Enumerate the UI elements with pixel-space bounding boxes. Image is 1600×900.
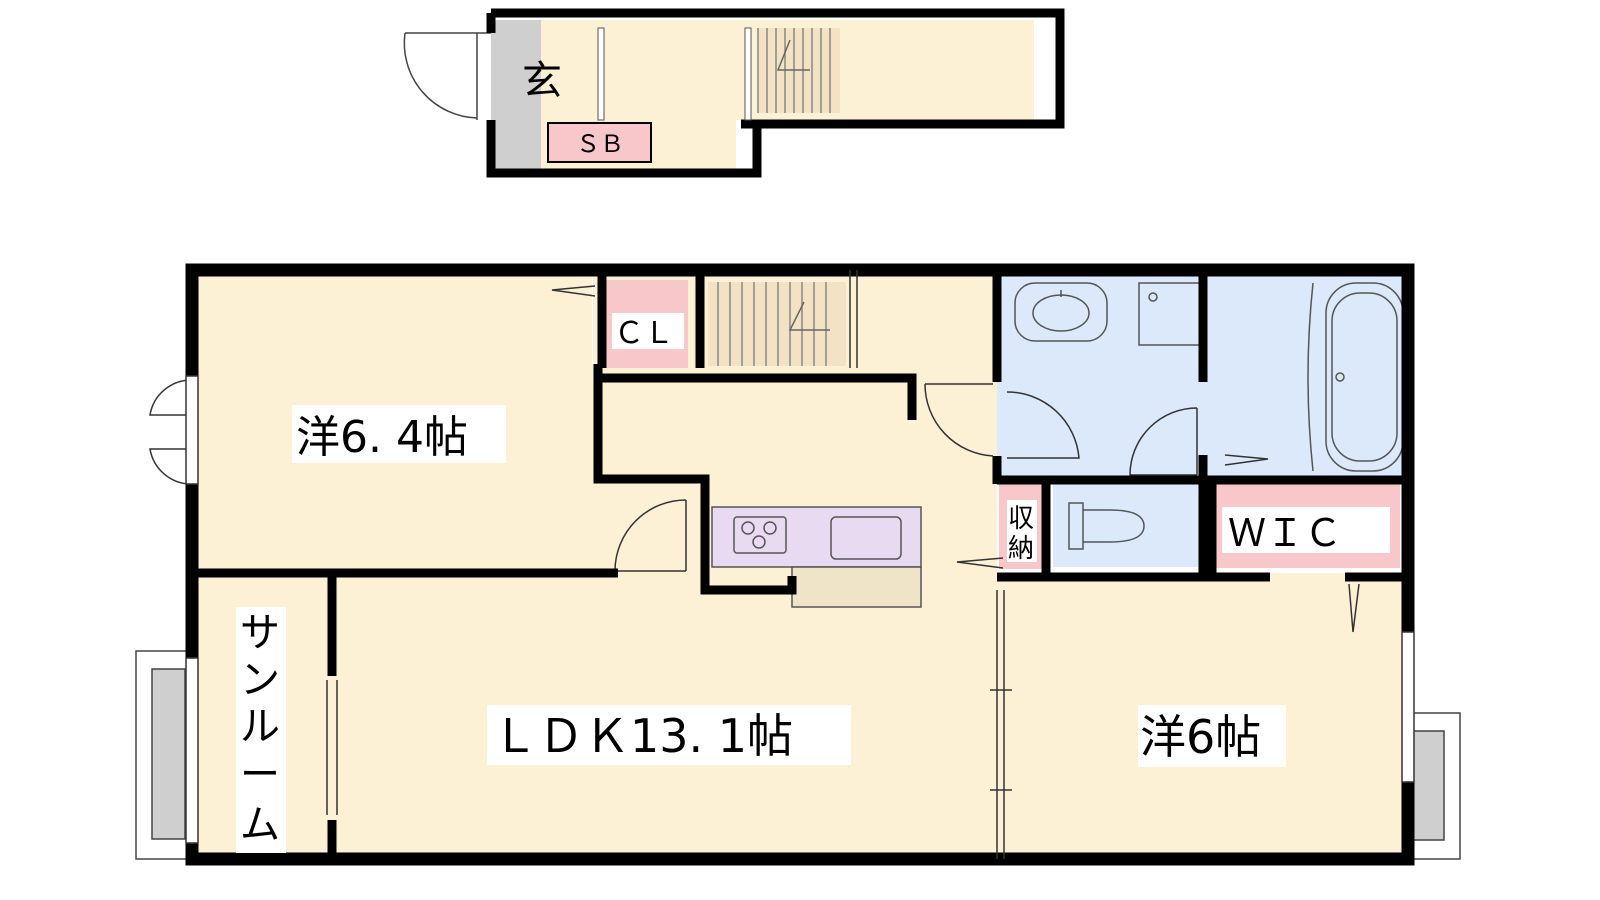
western-room-2-label: 洋6帖: [1140, 710, 1261, 764]
shoe-box-label: ＳＢ: [576, 130, 624, 158]
storage-label-2: 納: [1008, 534, 1034, 564]
wic-label-bg: [1222, 507, 1390, 553]
toilet: [1068, 502, 1145, 550]
storage-label-1: 収: [1008, 504, 1034, 534]
western-room-1-label-bg: [292, 405, 506, 463]
interior-walls: [192, 270, 1408, 859]
windows: [185, 375, 1415, 844]
sink: [830, 516, 902, 560]
sunroom-label-2: ン: [240, 657, 280, 703]
washroom-floor: [997, 270, 1203, 482]
upper-walls: [486, 8, 1065, 178]
stove: [733, 516, 787, 554]
sunroom-label-4: ー: [240, 752, 280, 798]
shoe-box: [547, 122, 652, 163]
western-room-1-label: 洋6. 4帖: [296, 412, 468, 463]
closet-label: ＣＬ: [614, 316, 674, 351]
right-balcony: [1407, 712, 1461, 860]
sunroom-label-5: ム: [240, 802, 280, 848]
sunroom-label-3: ル: [240, 704, 280, 750]
entry-door: [403, 32, 491, 120]
lower-stairs: [708, 282, 846, 366]
bathroom-floor: [1203, 270, 1408, 482]
genkan-label: 玄: [522, 58, 562, 104]
upper-stairs: [757, 28, 840, 113]
kitchen: [711, 506, 922, 608]
stair-pillar: [744, 27, 752, 121]
storage-label-bg: [1007, 500, 1037, 562]
closet-label-bg: [612, 313, 684, 349]
upper-floor: 玄 ＳＢ: [403, 8, 1065, 178]
door-swings: [149, 285, 1360, 633]
ldk-label-bg: [487, 705, 851, 765]
left-balcony: [135, 650, 189, 860]
lower-floor: 洋6. 4帖 ＣＬ 収 納 ＷＩＣ サ ン ル ー ム ＬＤＫ13. 1帖 洋6…: [135, 263, 1461, 866]
wic-label: ＷＩＣ: [1228, 511, 1342, 555]
sliding-doors: [326, 270, 1012, 859]
toilet-floor: [1053, 482, 1203, 567]
western-room-2-label-bg: [1138, 705, 1286, 767]
genkan-floor: [491, 20, 541, 170]
sunroom-label-1: サ: [240, 610, 280, 656]
wash-basin: [1014, 282, 1108, 342]
ldk-label: ＬＤＫ13. 1帖: [492, 709, 793, 763]
back-counter: [791, 566, 922, 608]
sunroom-label-bg: [236, 607, 286, 853]
kitchen-counter: [711, 506, 922, 568]
inner-pillar: [597, 27, 605, 121]
